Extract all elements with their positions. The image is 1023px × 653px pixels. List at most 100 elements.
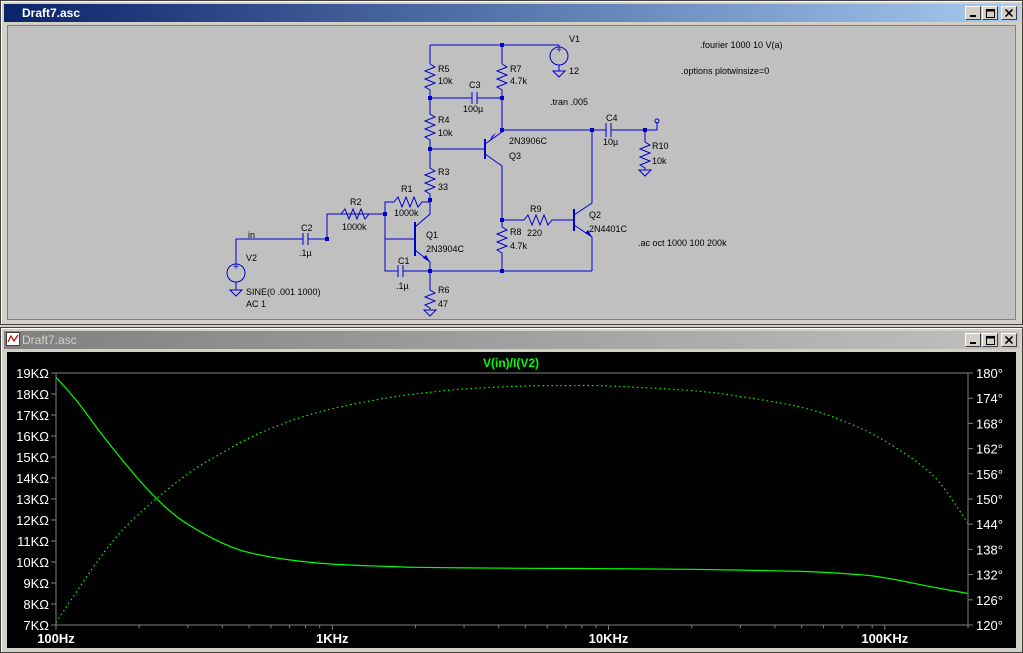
- x-tick-label: 10KHz: [589, 631, 629, 646]
- r4-value: 10k: [438, 128, 453, 138]
- r5-name: R5: [438, 64, 450, 74]
- q3-model: 2N3906C: [509, 136, 548, 146]
- plot-title: Draft7.asc: [22, 333, 77, 347]
- r1-value: 1000k: [394, 208, 419, 218]
- close-icon: [1005, 336, 1013, 344]
- maximize-icon: [985, 335, 995, 345]
- v1-name: V1: [569, 34, 580, 44]
- c3-name: C3: [469, 80, 481, 90]
- r3-name: R3: [438, 167, 450, 177]
- close-icon: [1005, 9, 1013, 17]
- v2-ac: AC 1: [246, 299, 266, 309]
- q3-arrow: [489, 133, 496, 142]
- r2-value: 1000k: [342, 222, 367, 232]
- left-tick-label: 13KΩ: [16, 492, 49, 507]
- schematic-canvas[interactable]: + + V1 12 R5 10k R7 4.7k C3 100µ R4 10k …: [7, 25, 1016, 320]
- c2-name: C2: [301, 223, 313, 233]
- r4-name: R4: [438, 115, 450, 125]
- right-tick-label: 180°: [976, 366, 1003, 381]
- magnitude-trace[interactable]: [55, 376, 969, 595]
- v2-value: SINE(0 .001 1000): [246, 287, 321, 297]
- q2-model: 2N4401C: [589, 224, 628, 234]
- r10-name: R10: [652, 141, 669, 151]
- plot-maximize-button[interactable]: [982, 333, 998, 347]
- close-button[interactable]: [1001, 6, 1017, 20]
- right-tick-label: 138°: [976, 542, 1003, 557]
- x-tick-label: 1KHz: [316, 631, 349, 646]
- v2-name: V2: [246, 253, 257, 263]
- left-tick-label: 8KΩ: [23, 597, 49, 612]
- trace-label[interactable]: V(in)/I(V2): [483, 356, 539, 370]
- output-flag: [654, 118, 660, 124]
- schematic-title: Draft7.asc: [22, 6, 81, 20]
- maximize-icon: [985, 8, 995, 18]
- v1-plus-sign: +: [556, 45, 562, 56]
- r3-value: 33: [438, 182, 448, 192]
- v1-value: 12: [569, 66, 579, 76]
- left-tick-label: 12KΩ: [16, 513, 49, 528]
- schematic-window[interactable]: Draft7.asc: [0, 0, 1023, 325]
- maximize-button[interactable]: [982, 6, 998, 20]
- r8-name: R8: [510, 227, 522, 237]
- right-tick-label: 156°: [976, 467, 1003, 482]
- r10-value: 10k: [652, 156, 667, 166]
- left-tick-label: 7KΩ: [23, 618, 49, 633]
- phase-trace[interactable]: [55, 384, 969, 623]
- q1-model: 2N3904C: [426, 244, 465, 254]
- tran-directive: .tran .005: [550, 97, 588, 107]
- left-tick-label: 9KΩ: [23, 576, 49, 591]
- c4-name: C4: [606, 113, 618, 123]
- r6-name: R6: [438, 285, 450, 295]
- q1-arrow: [423, 255, 430, 262]
- minimize-icon: [970, 15, 976, 17]
- v2-plus-sign: +: [233, 262, 239, 273]
- plot-frame: [55, 372, 969, 626]
- plot-minimize-button[interactable]: [965, 333, 981, 347]
- right-tick-label: 162°: [976, 442, 1003, 457]
- r5-value: 10k: [438, 76, 453, 86]
- minimize-icon: [970, 342, 976, 344]
- left-tick-label: 11KΩ: [17, 534, 49, 549]
- plot-titlebar[interactable]: Draft7.asc: [4, 331, 1019, 349]
- right-tick-label: 144°: [976, 517, 1003, 532]
- r7-value: 4.7k: [510, 76, 528, 86]
- right-tick-label: 120°: [976, 618, 1003, 633]
- q3-name: Q3: [509, 151, 521, 161]
- minimize-button[interactable]: [965, 6, 981, 20]
- left-tick-label: 16KΩ: [16, 429, 49, 444]
- q1-name: Q1: [426, 230, 438, 240]
- left-tick-label: 14KΩ: [16, 471, 49, 486]
- r6-value: 47: [438, 299, 448, 309]
- q2-arrow: [585, 230, 592, 237]
- plot-area[interactable]: V(in)/I(V2) 19KΩ 18KΩ 17KΩ 16KΩ 15KΩ 14KΩ 13KΩ…: [7, 352, 1016, 648]
- ac-directive: .ac oct 1000 100 200k: [638, 238, 727, 248]
- bode-chart[interactable]: V(in)/I(V2) 19KΩ 18KΩ 17KΩ 16KΩ 15KΩ 14KΩ 13KΩ…: [7, 352, 1016, 648]
- right-tick-label: 168°: [976, 416, 1003, 431]
- x-tick-label: 100Hz: [37, 631, 75, 646]
- left-tick-label: 10KΩ: [16, 555, 49, 570]
- x-tick-label: 100KHz: [861, 631, 908, 646]
- r9-name: R9: [530, 204, 542, 214]
- fourier-directive: .fourier 1000 10 V(a): [700, 40, 783, 50]
- r7-name: R7: [510, 64, 522, 74]
- c1-name: C1: [398, 256, 410, 266]
- right-tick-label: 174°: [976, 391, 1003, 406]
- net-label-in: in: [248, 230, 255, 240]
- options-directive: .options plotwinsize=0: [681, 66, 769, 76]
- waveform-icon: [6, 332, 20, 346]
- right-tick-label: 126°: [976, 593, 1003, 608]
- r1-name: R1: [401, 184, 413, 194]
- left-tick-label: 18KΩ: [16, 387, 49, 402]
- left-tick-label: 17KΩ: [16, 408, 49, 423]
- schematic-titlebar[interactable]: Draft7.asc: [4, 4, 1019, 22]
- c4-value: 10µ: [603, 137, 618, 147]
- c3-value: 100µ: [463, 104, 483, 114]
- plot-window[interactable]: Draft7.asc V(in)/I(V2) 19KΩ 18KΩ 17KΩ 16KΩ 1…: [0, 327, 1023, 653]
- left-tick-label: 15KΩ: [16, 450, 49, 465]
- plot-close-button[interactable]: [1001, 333, 1017, 347]
- r8-value: 4.7k: [510, 241, 528, 251]
- r9-value: 220: [527, 228, 542, 238]
- left-tick-label: 19KΩ: [16, 366, 49, 381]
- q2-name: Q2: [589, 210, 601, 220]
- right-tick-label: 132°: [976, 568, 1003, 583]
